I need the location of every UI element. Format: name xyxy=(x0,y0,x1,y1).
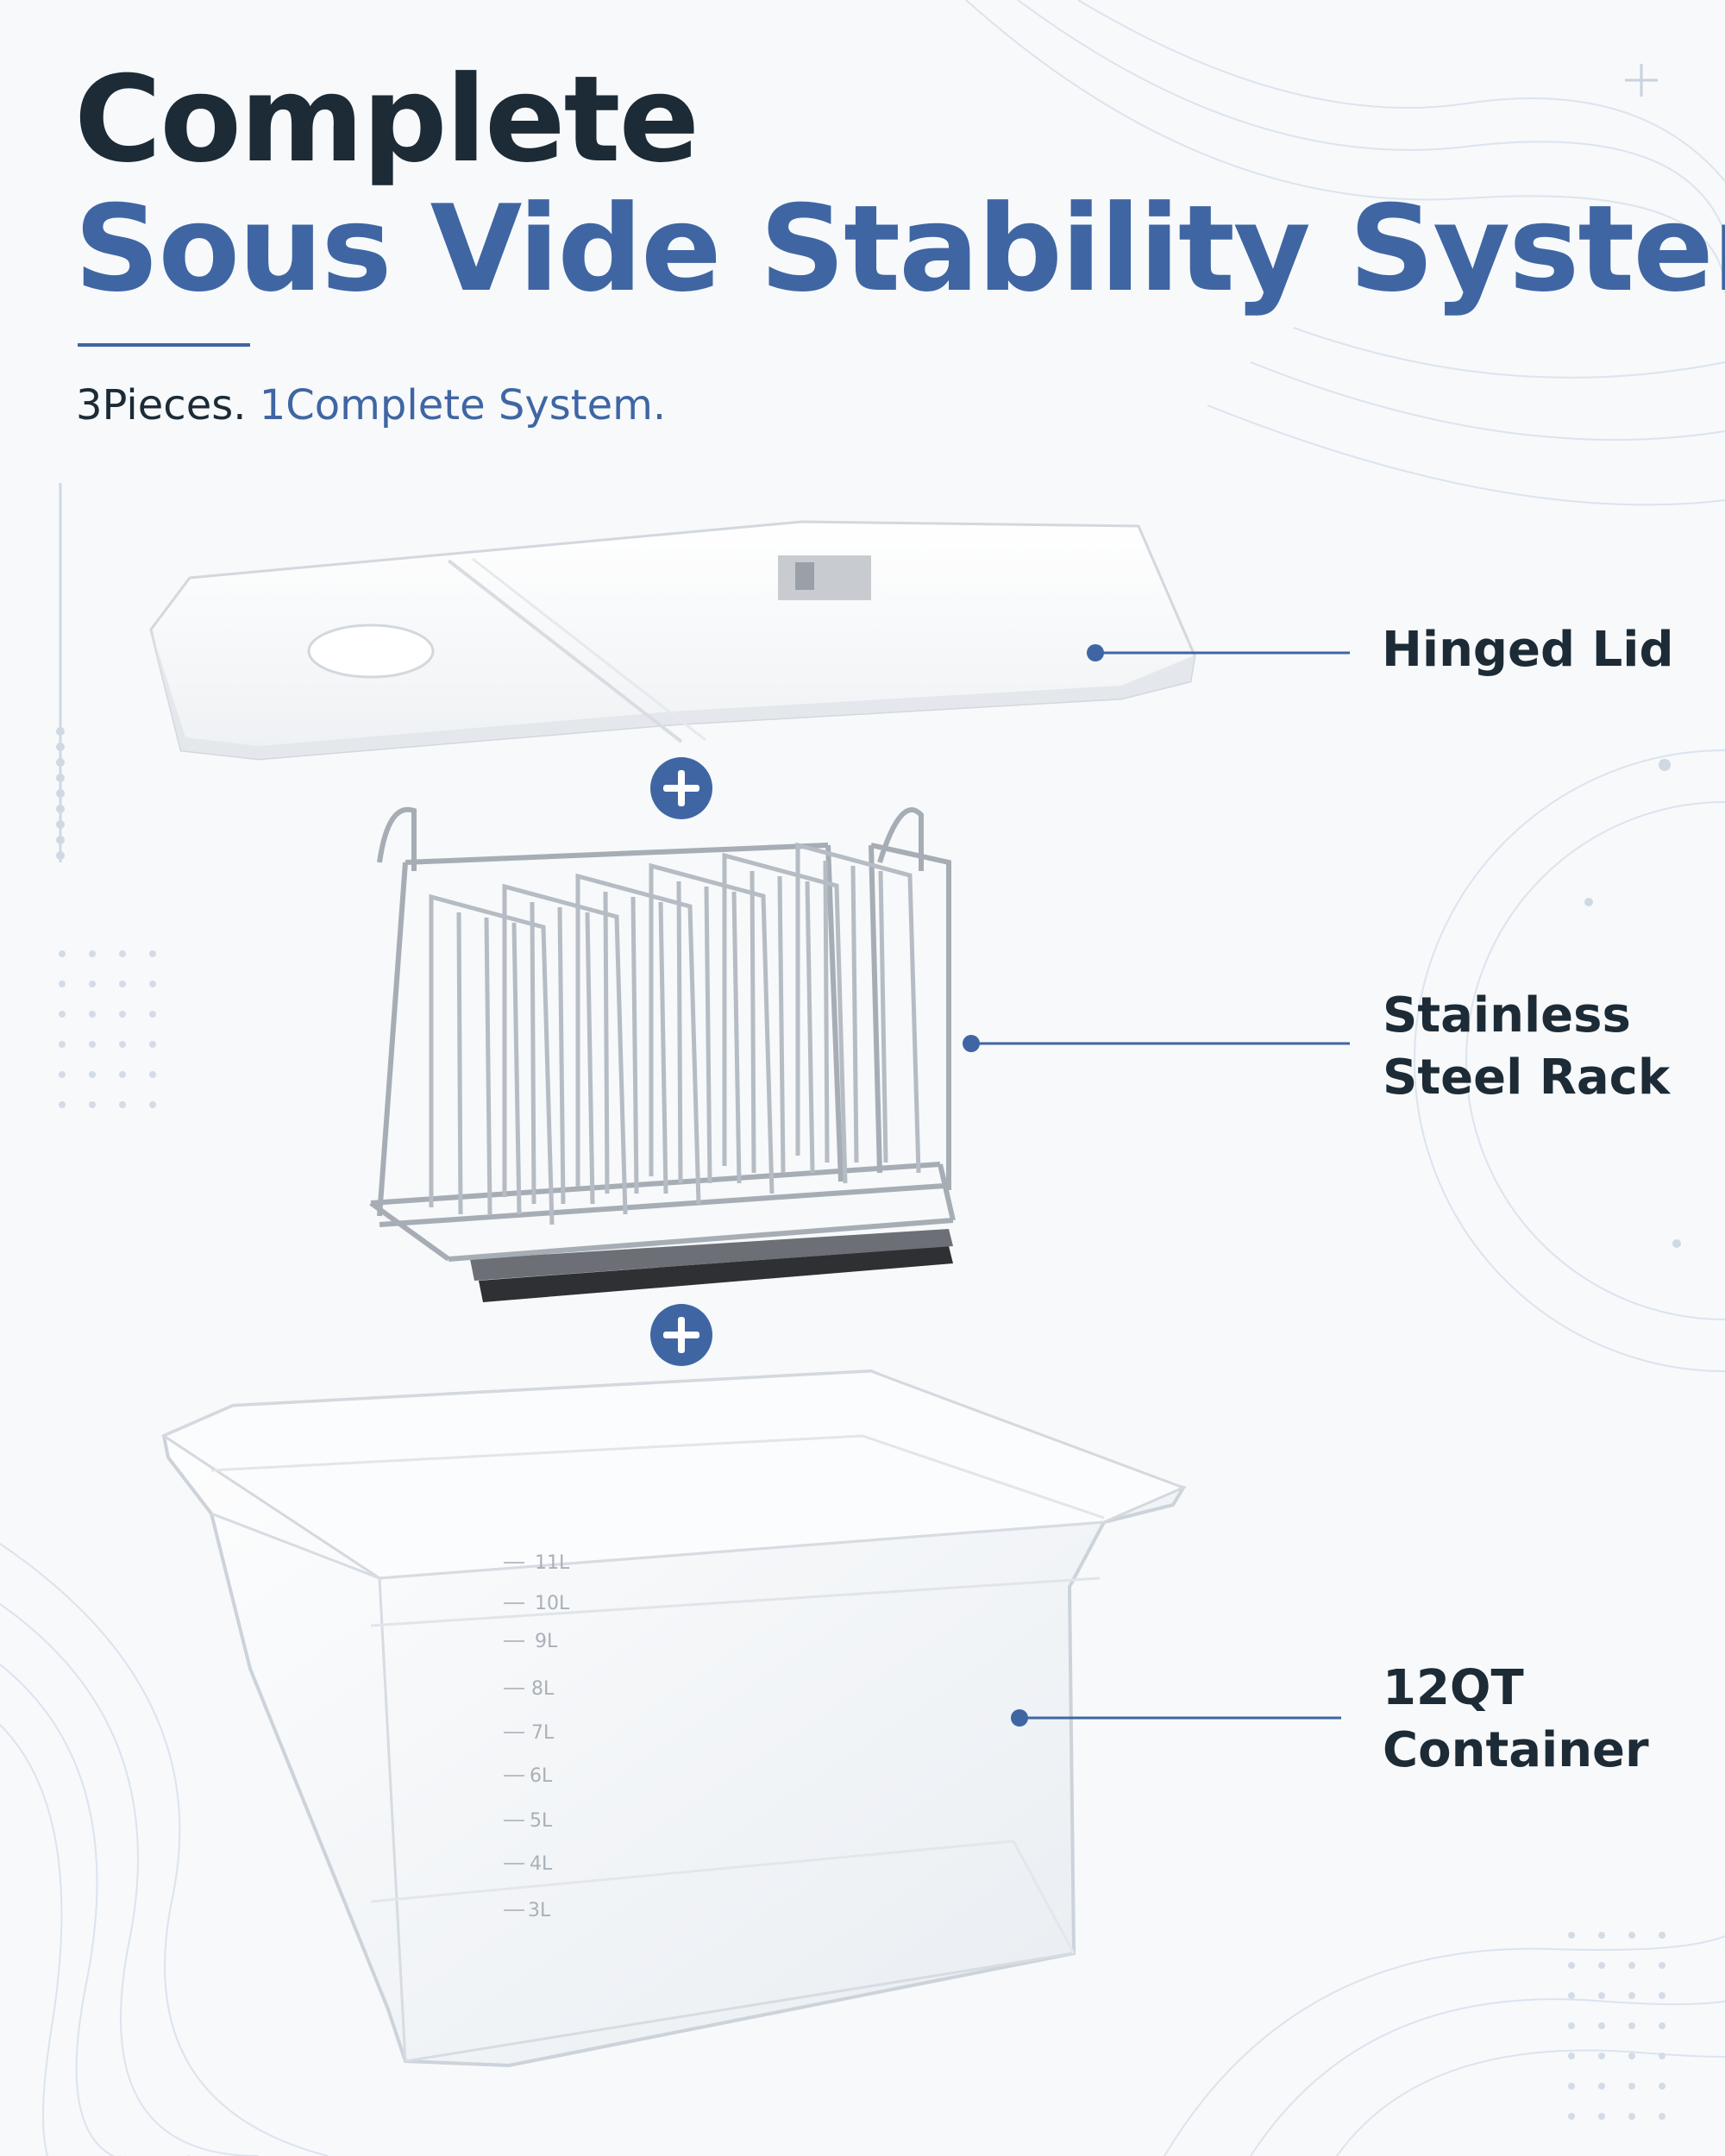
label-line: 12QT xyxy=(1383,1660,1524,1716)
label-line: Steel Rack xyxy=(1383,1050,1671,1106)
plus-circle-icon xyxy=(650,757,712,819)
headline-line-2: Sous Vide Stability System xyxy=(74,179,1725,318)
callout-steel-rack xyxy=(963,1035,1350,1052)
tagline-system: 1Complete System. xyxy=(259,381,667,429)
scale-mark: 4L xyxy=(530,1853,553,1875)
headline-line-1: Complete xyxy=(74,50,699,189)
tagline-pieces: 3Pieces. xyxy=(76,381,247,429)
scale-mark: 3L xyxy=(528,1900,551,1921)
scale-mark: 5L xyxy=(530,1810,553,1832)
label-container: 12QT Container xyxy=(1383,1658,1649,1782)
volume-scale: 11L 10L 9L 8L 7L 6L 5L 4L 3L xyxy=(528,1552,570,1921)
label-hinged-lid: Hinged Lid xyxy=(1382,619,1674,681)
scale-mark: 10L xyxy=(535,1593,570,1614)
scale-mark: 11L xyxy=(535,1552,570,1574)
hinged-lid-image xyxy=(149,520,1196,761)
label-line: Stainless xyxy=(1383,987,1631,1044)
label-line: Container xyxy=(1383,1722,1649,1778)
tagline: 3Pieces. 1Complete System. xyxy=(76,381,666,429)
label-line: Hinged Lid xyxy=(1382,622,1674,678)
accent-divider xyxy=(78,343,250,347)
scale-mark: 9L xyxy=(535,1631,558,1652)
label-steel-rack: Stainless Steel Rack xyxy=(1383,985,1670,1109)
scale-mark: 8L xyxy=(531,1678,555,1700)
stainless-steel-rack-image xyxy=(369,806,956,1302)
callout-container xyxy=(1011,1709,1341,1727)
plus-circle-icon xyxy=(650,1304,712,1366)
container-image: 11L 10L 9L 8L 7L 6L 5L 4L 3L xyxy=(160,1369,1188,2068)
callout-hinged-lid xyxy=(1087,644,1350,661)
scale-mark: 7L xyxy=(531,1722,555,1744)
scale-mark: 6L xyxy=(530,1765,553,1787)
